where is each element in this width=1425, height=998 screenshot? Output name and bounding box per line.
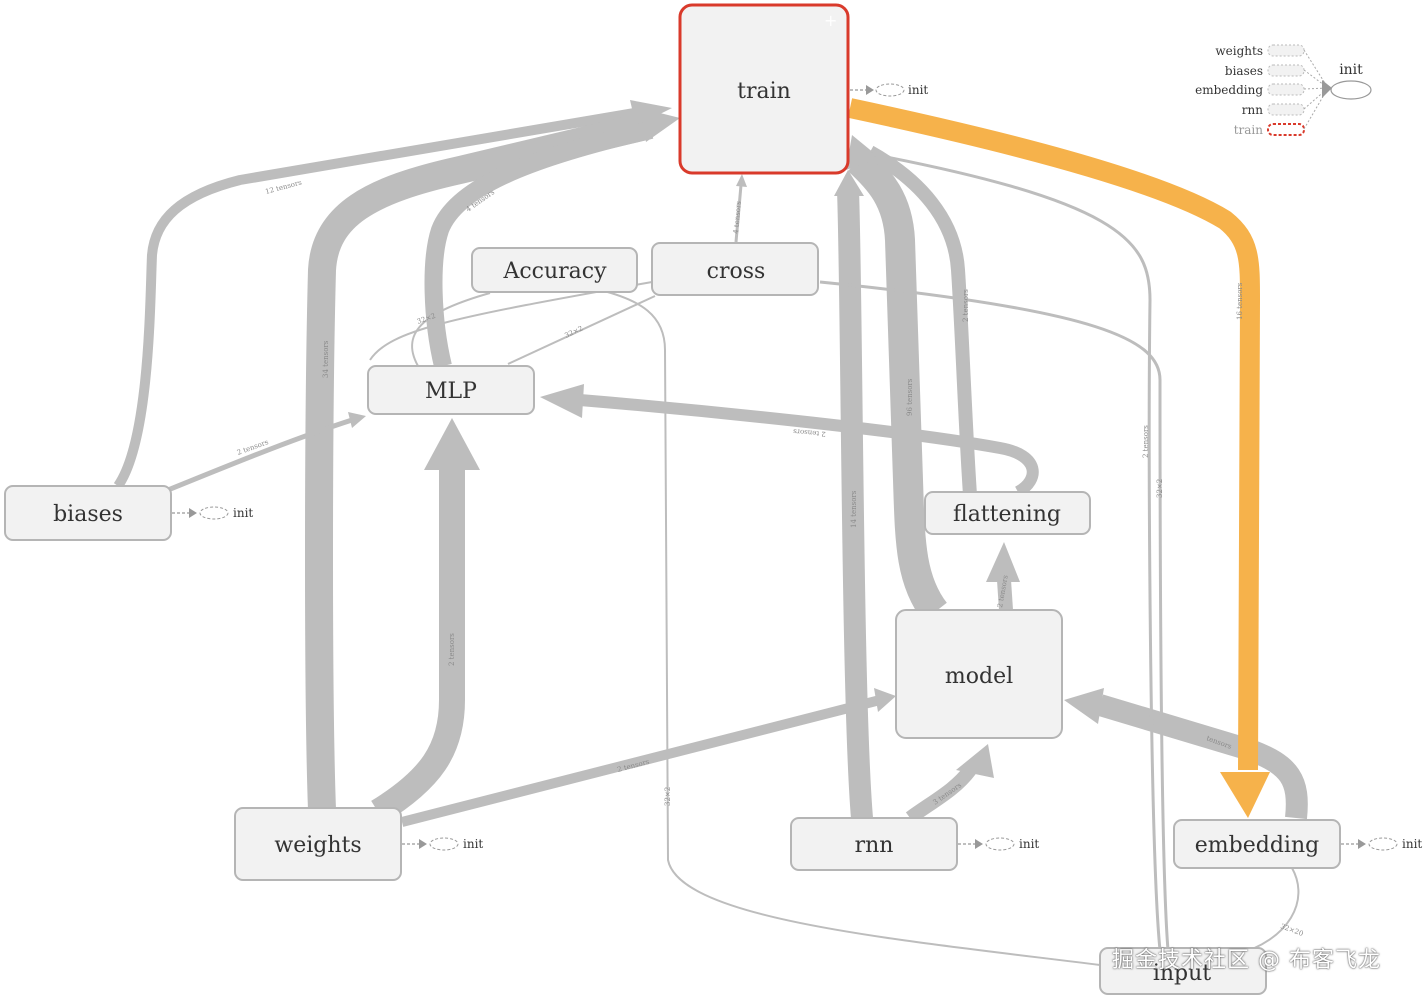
init-stub-embedding[interactable]: init xyxy=(1341,837,1422,851)
edge-rnn-model[interactable] xyxy=(905,765,976,824)
init-stub-train[interactable]: init xyxy=(850,83,928,97)
node-label-flattening: flattening xyxy=(953,502,1061,527)
node-label-train: train xyxy=(737,79,791,104)
arrowhead-weights-mlp xyxy=(424,418,480,470)
edge-train-embedding[interactable] xyxy=(847,98,1260,771)
arrowhead-flattening-mlp xyxy=(540,384,584,418)
legend-links xyxy=(1303,49,1329,130)
edge-model-train[interactable] xyxy=(847,148,948,622)
arrowhead-embedding-model xyxy=(1064,688,1104,724)
node-label-cross: cross xyxy=(707,259,766,284)
edge-rnn-train[interactable] xyxy=(837,189,873,819)
node-input[interactable]: input xyxy=(1099,947,1267,995)
label-input-train: 2 tensors xyxy=(1142,425,1150,458)
edge-biases-mlp[interactable] xyxy=(167,417,353,493)
label-train-embedding: 16 tensors xyxy=(1236,282,1244,320)
node-label-accuracy: Accuracy xyxy=(502,259,607,284)
legend-box-biases xyxy=(1267,64,1305,77)
edge-flattening-mlp[interactable] xyxy=(579,394,1039,498)
label-rnn-train: 14 tensors xyxy=(850,490,858,528)
edge-mlp-cross[interactable] xyxy=(507,295,656,365)
legend-item-rnn: rnn xyxy=(1242,103,1263,117)
edge-mlp-cross-2[interactable] xyxy=(369,281,653,361)
arrowhead-cross-train xyxy=(736,174,747,187)
node-accuracy[interactable]: Accuracy xyxy=(471,247,638,293)
node-label-mlp: MLP xyxy=(425,379,477,404)
node-label-rnn: rnn xyxy=(855,833,894,858)
edge-mlp-accuracy[interactable] xyxy=(411,292,491,367)
edge-weights-train[interactable] xyxy=(305,111,654,811)
legend-item-train: train xyxy=(1234,123,1264,137)
init-label-rnn: init xyxy=(1019,837,1039,851)
init-stub-rnn[interactable]: init xyxy=(958,837,1039,851)
node-train[interactable]: + train xyxy=(678,3,850,175)
node-label-input: input xyxy=(1153,961,1211,986)
legend-box-train xyxy=(1267,123,1305,136)
legend-item-embedding: embedding xyxy=(1195,83,1263,97)
plus-icon[interactable]: + xyxy=(824,11,837,30)
node-label-model: model xyxy=(945,664,1013,689)
legend-box-rnn xyxy=(1267,103,1305,116)
label-flattening-mlp: 2 tensors xyxy=(792,427,826,438)
legend-item-weights: weights xyxy=(1215,44,1263,58)
legend-item-biases: biases xyxy=(1225,64,1263,78)
edges xyxy=(113,98,1308,966)
label-mlp-cross: 32×2 xyxy=(563,324,584,339)
legend-init-oval xyxy=(1330,80,1372,100)
init-label-embedding: init xyxy=(1402,837,1422,851)
edge-model-flattening[interactable] xyxy=(997,579,1013,611)
legend-init-label: init xyxy=(1339,62,1363,78)
init-stub-biases[interactable]: init xyxy=(172,506,253,520)
node-embedding[interactable]: embedding xyxy=(1173,819,1341,869)
edge-input-train[interactable] xyxy=(849,148,1162,951)
init-stub-weights[interactable]: init xyxy=(402,837,483,851)
label-flattening-train: 2 tensors xyxy=(962,289,970,322)
label-cross-train: 4 tensors xyxy=(732,200,743,234)
label-weights-mlp: 2 tensors xyxy=(448,633,456,666)
watermark-text: 掘金技术社区 @ 布客飞龙 xyxy=(1112,948,1381,973)
arrowhead-model-flattening xyxy=(986,542,1020,582)
arrowhead-biases-mlp xyxy=(348,412,366,428)
node-label-embedding: embedding xyxy=(1195,833,1319,858)
node-cross[interactable]: cross xyxy=(651,242,819,296)
edge-flattening-train[interactable] xyxy=(866,145,977,496)
legend-box-embedding xyxy=(1267,83,1305,96)
arrowhead-weights-model xyxy=(874,688,896,712)
label-weights-train: 34 tensors xyxy=(322,340,330,378)
nodes: + train Accuracy cross MLP biases flatte… xyxy=(4,3,1341,995)
label-input-cross: 32×2 xyxy=(1156,479,1164,498)
node-weights[interactable]: weights xyxy=(234,807,402,881)
node-biases[interactable]: biases xyxy=(4,485,172,541)
label-model-train: 96 tensors xyxy=(906,378,914,416)
label-input-embedding: 32×20 xyxy=(1279,922,1304,938)
label-biases-train: 12 tensors xyxy=(264,178,303,195)
arrowhead-rnn-train xyxy=(834,170,864,196)
init-label-weights: init xyxy=(463,837,483,851)
edge-embedding-model[interactable] xyxy=(1096,694,1308,820)
label-input-accuracy: 32×2 xyxy=(664,787,672,806)
arrowhead-rnn-model xyxy=(956,744,994,778)
init-label-biases: init xyxy=(233,506,253,520)
node-rnn[interactable]: rnn xyxy=(790,817,958,871)
init-label-train: init xyxy=(908,83,928,97)
init-legend: weights biases embedding rnn train init xyxy=(1195,44,1372,137)
edge-input-accuracy[interactable] xyxy=(599,289,1101,966)
edge-weights-mlp[interactable] xyxy=(371,470,465,824)
edge-mlp-train[interactable] xyxy=(424,121,653,369)
init-stubs: init init init init init xyxy=(172,83,1422,851)
legend-arrowhead xyxy=(1322,80,1332,98)
node-label-weights: weights xyxy=(274,833,361,858)
arrowhead-train-embedding xyxy=(1220,772,1270,818)
node-flattening[interactable]: flattening xyxy=(924,491,1091,535)
node-model[interactable]: model xyxy=(895,609,1063,739)
node-mlp[interactable]: MLP xyxy=(367,365,535,415)
edge-biases-train[interactable] xyxy=(113,107,641,489)
edge-cross-train[interactable] xyxy=(734,184,743,243)
edge-weights-model[interactable] xyxy=(400,695,882,827)
legend-box-weights xyxy=(1267,44,1305,57)
node-label-biases: biases xyxy=(53,502,123,527)
edge-input-train-2[interactable] xyxy=(819,280,1170,951)
